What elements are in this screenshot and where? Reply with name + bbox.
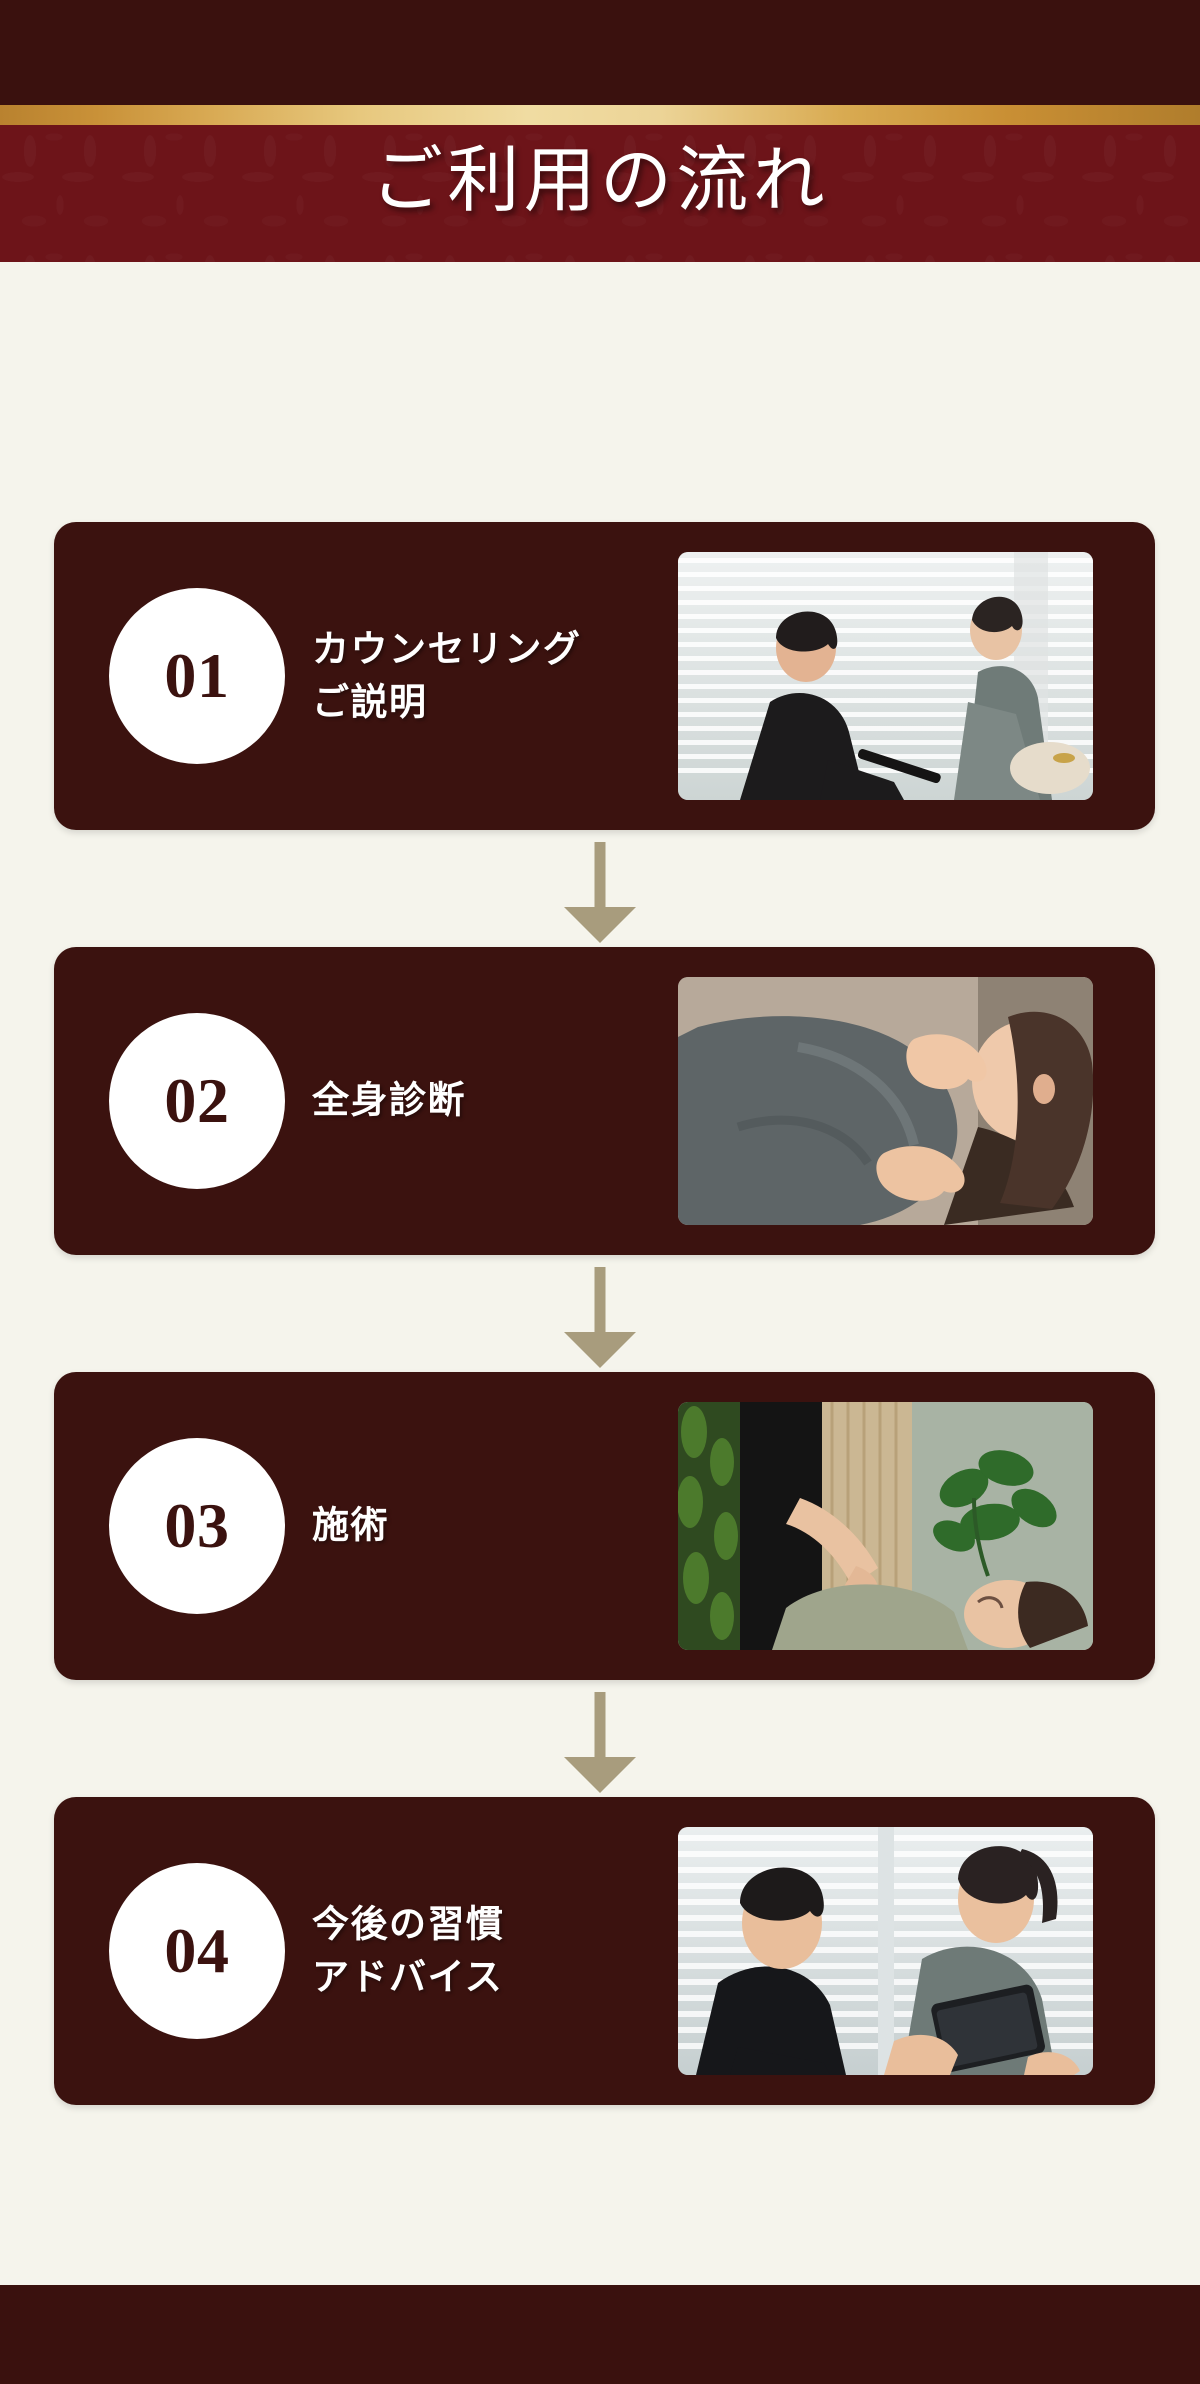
gold-divider xyxy=(0,105,1200,125)
arrow-stem xyxy=(594,842,606,910)
step-photo-01 xyxy=(678,552,1093,800)
flow-step-card-01[interactable]: 01 カウンセリング ご説明 xyxy=(54,522,1155,830)
treatment-photo-icon xyxy=(678,1402,1093,1650)
arrow-stem xyxy=(594,1267,606,1335)
step-number-01: 01 xyxy=(164,640,230,711)
full-body-assessment-photo-icon xyxy=(678,977,1093,1225)
footer-bar xyxy=(0,2285,1200,2384)
header-banner xyxy=(0,125,1200,262)
step-number-badge-01: 01 xyxy=(109,588,285,764)
step-label-01: カウンセリング ご説明 xyxy=(312,628,582,722)
header-top-bar xyxy=(0,0,1200,105)
step-photo-02 xyxy=(678,977,1093,1225)
step-number-badge-04: 04 xyxy=(109,1863,285,2039)
flow-step-card-03[interactable]: 03 施術 xyxy=(54,1372,1155,1680)
flow-connector-arrow-3 xyxy=(564,1692,636,1793)
flow-step-card-04[interactable]: 04 今後の習慣 アドバイス xyxy=(54,1797,1155,2105)
arrow-stem xyxy=(594,1692,606,1760)
step-number-04: 04 xyxy=(164,1915,230,1986)
flow-connector-arrow-2 xyxy=(564,1267,636,1368)
step-label-02: 全身診断 xyxy=(312,1079,466,1121)
damask-pattern-icon xyxy=(0,125,1200,262)
flow-connector-arrow-1 xyxy=(564,842,636,943)
page-title: ご利用の流れ xyxy=(371,141,829,221)
down-arrow-icon xyxy=(564,1757,636,1793)
step-photo-03 xyxy=(678,1402,1093,1650)
down-arrow-icon xyxy=(564,907,636,943)
step-photo-04 xyxy=(678,1827,1093,2075)
step-label-04: 今後の習慣 アドバイス xyxy=(312,1903,505,1997)
step-number-03: 03 xyxy=(164,1490,230,1561)
advice-photo-icon xyxy=(678,1827,1093,2075)
step-label-03: 施術 xyxy=(312,1504,389,1546)
step-number-badge-03: 03 xyxy=(109,1438,285,1614)
counseling-photo-icon xyxy=(678,552,1093,800)
down-arrow-icon xyxy=(564,1332,636,1368)
flow-step-card-02[interactable]: 02 全身診断 xyxy=(54,947,1155,1255)
step-number-02: 02 xyxy=(164,1065,230,1136)
step-number-badge-02: 02 xyxy=(109,1013,285,1189)
